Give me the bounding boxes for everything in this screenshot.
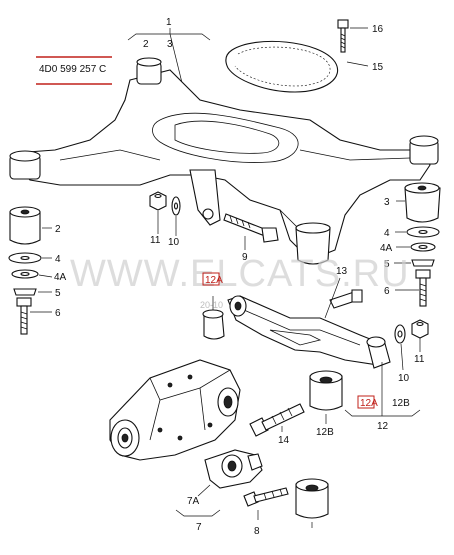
bolt-9: 9 (223, 213, 279, 263)
callout-9: 9 (242, 252, 248, 263)
bushing-12B-bottom (295, 478, 329, 528)
callout-12: 12 (377, 421, 389, 432)
callout-4-left: 4 (55, 254, 61, 265)
part-number-box: 4D0 599 257 C (36, 56, 112, 85)
callout-11-upper: 11 (150, 235, 161, 246)
callout-2-top: 2 (143, 39, 149, 50)
bolt-14: 14 (249, 403, 305, 446)
frame-bracket (189, 169, 221, 226)
callout-10-right: 10 (398, 373, 410, 384)
watermark-sub: 20-10 (200, 300, 223, 310)
callout-7A: 7A (187, 496, 200, 507)
callout-11-right: 11 (414, 354, 425, 365)
subframe (9, 57, 439, 265)
nut-washer-upper: 11 10 (149, 191, 181, 248)
callout-12A: 12A (360, 398, 378, 409)
callout-15: 15 (372, 62, 384, 73)
callout-12B-mid: 12B (316, 427, 334, 438)
callout-3-top: 3 (167, 39, 173, 50)
callout-7: 7 (196, 522, 202, 533)
rear-mount-bracket: 7A 7 (175, 449, 263, 533)
callout-6-left: 6 (55, 308, 61, 319)
callout-4-right: 4 (384, 228, 390, 239)
callout-12-group: 12A 12B 12 (344, 362, 421, 432)
callout-12A-top: 12A (205, 275, 223, 286)
bushing-12A-left: 12A (202, 272, 225, 340)
gasket-plate (225, 40, 338, 93)
callout-12B: 12B (392, 398, 410, 409)
bushing-12B-mid: 12B (309, 370, 343, 438)
callout-1: 1 (166, 17, 172, 28)
bushing-12A-right (366, 336, 391, 369)
callout-5-left: 5 (55, 288, 61, 299)
callout-6-right: 6 (384, 286, 390, 297)
differential-housing (109, 359, 241, 461)
callout-2-left: 2 (55, 224, 61, 235)
bolt-16: 16 15 (337, 19, 384, 73)
left-mount-stack: 2 4 4A 5 6 (8, 206, 67, 335)
callout-3-right: 3 (384, 197, 390, 208)
bolt-8: 8 (243, 487, 289, 537)
part-number: 4D0 599 257 C (39, 64, 106, 75)
callout-5-right: 5 (384, 259, 390, 270)
watermark: WWW.ELCATS.RU (70, 253, 410, 295)
callout-10-upper: 10 (168, 237, 180, 248)
callout-4A-right: 4A (380, 243, 393, 254)
callout-8: 8 (254, 526, 260, 537)
callout-16: 16 (372, 24, 384, 35)
callout-13: 13 (336, 266, 348, 277)
callout-4A-left: 4A (54, 272, 67, 283)
nut-washer-right: 10 11 (394, 319, 429, 384)
callout-14: 14 (278, 435, 290, 446)
right-mount-stack: 3 4 4A 5 6 (380, 182, 441, 307)
